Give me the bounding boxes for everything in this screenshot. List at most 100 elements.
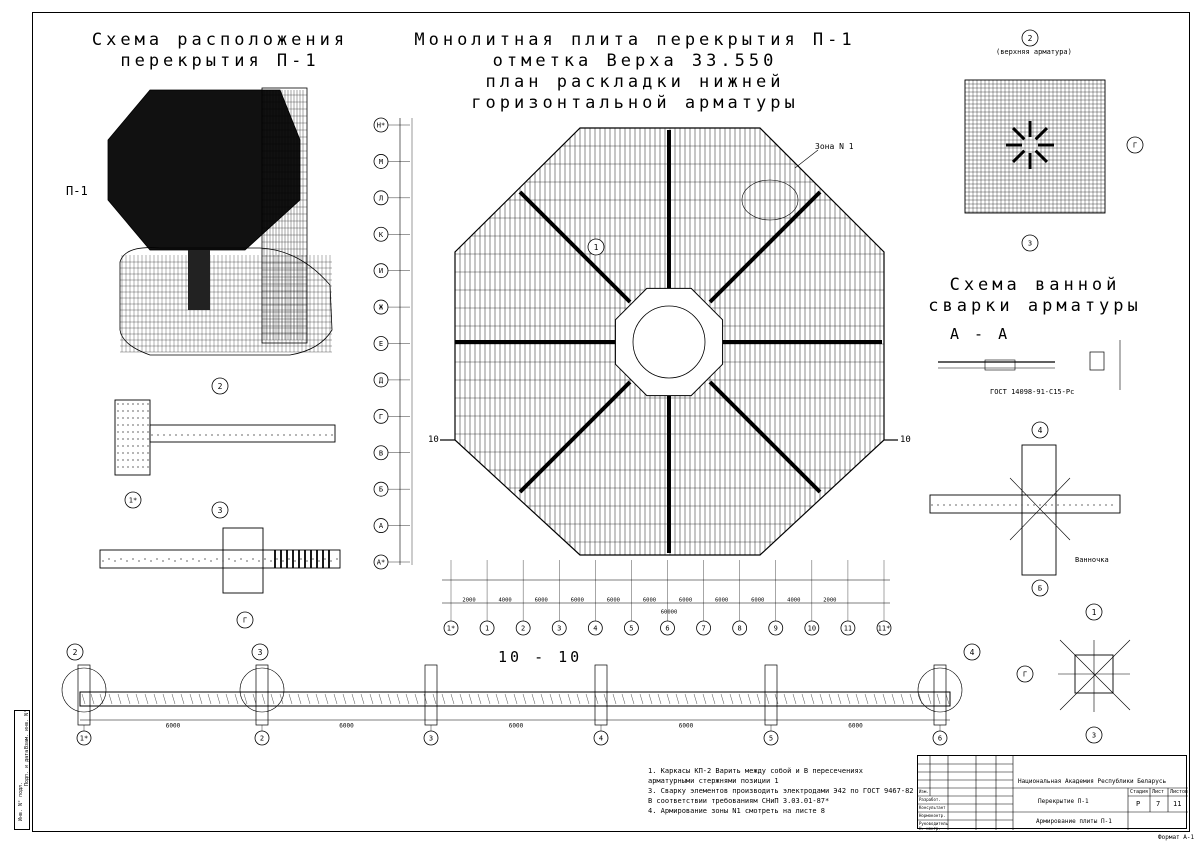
section-hatch <box>765 693 770 705</box>
section-hatch <box>279 693 284 705</box>
zone-ellipse <box>741 179 799 221</box>
detail-concrete-dot <box>325 434 327 436</box>
detail-concrete-dot <box>151 434 153 436</box>
radial-beam <box>518 380 632 494</box>
detail-concrete-dot <box>1057 504 1059 506</box>
title-line: отметка Верха 33.550 <box>492 51 778 71</box>
radial-beam <box>518 190 632 304</box>
detail-concrete-dot <box>282 560 284 562</box>
section-hatch <box>315 693 320 705</box>
detail-concrete-dot <box>313 434 315 436</box>
row-axis-label: Н* <box>377 122 385 130</box>
span-dimension: 2000 <box>462 598 475 604</box>
section-detail-circle <box>917 667 963 713</box>
section-hatch <box>693 693 698 705</box>
section-hatch <box>504 693 509 705</box>
detail-concrete-dot <box>142 403 144 405</box>
section-hatch <box>387 693 392 705</box>
core-circle <box>632 305 706 379</box>
section-axis-label: 6 <box>938 735 942 743</box>
axis-bubble <box>1031 579 1049 597</box>
section-hatch <box>792 693 797 705</box>
detail-concrete-dot <box>147 417 149 419</box>
detail-concrete-dot <box>137 466 139 468</box>
detail-concrete-dot <box>271 434 273 436</box>
detail-concrete-dot <box>122 438 124 440</box>
detail-concrete-dot <box>217 434 219 436</box>
section-hatch <box>288 693 293 705</box>
detail-concrete-dot <box>1009 504 1011 506</box>
section-axis-label: 1* <box>80 735 88 743</box>
section-hatch <box>837 693 842 705</box>
label-cut-left: 10 <box>428 435 439 445</box>
detail-concrete-dot <box>1099 504 1101 506</box>
detail-concrete-dot <box>264 558 266 560</box>
detail-concrete-dot <box>234 560 236 562</box>
detail-concrete-dot <box>147 452 149 454</box>
detail-concrete-dot <box>122 417 124 419</box>
note-line: 4. Армирование зоны N1 смотреть на листе… <box>648 807 826 815</box>
col-axis-label: 11 <box>844 625 852 633</box>
detail-concrete-dot <box>246 560 248 562</box>
row-axis-label: Г <box>379 413 383 421</box>
plan-detail-bubble <box>587 238 605 256</box>
detail2-slab <box>149 424 336 443</box>
section-hatch <box>594 693 599 705</box>
section-hatch <box>828 693 833 705</box>
axis-label: 3 <box>1028 240 1032 248</box>
detail-concrete-dot <box>127 438 129 440</box>
section-axis-label: 4 <box>599 735 603 743</box>
section-hatch <box>324 693 329 705</box>
section-hatch <box>495 693 500 705</box>
detail-concrete-dot <box>252 558 254 560</box>
tb-row: Консультант <box>919 805 946 810</box>
detail-concrete-dot <box>301 434 303 436</box>
axis-bubble <box>1021 234 1039 252</box>
section-detail-label: 2 <box>73 648 78 657</box>
col-axis-label: 2 <box>521 625 525 633</box>
section-hatch <box>585 693 590 705</box>
detail-concrete-dot <box>330 560 332 562</box>
span-dimension: 6000 <box>571 598 584 604</box>
section-hatch <box>162 693 167 705</box>
axis-label: Б <box>1038 585 1042 593</box>
section-hatch <box>333 693 338 705</box>
detail-concrete-dot <box>1021 504 1023 506</box>
detail-concrete-dot <box>117 417 119 419</box>
title-main-plan: Монолитная плита перекрытия П-1 отметка … <box>400 30 870 114</box>
detail-concrete-dot <box>240 558 242 560</box>
detail-concrete-dot <box>186 560 188 562</box>
detail-concrete-dot <box>270 560 272 562</box>
detail-concrete-dot <box>1075 504 1077 506</box>
section-hatch <box>351 693 356 705</box>
section-detail-circle <box>61 667 107 713</box>
section-hatch <box>234 693 239 705</box>
detail-concrete-dot <box>247 434 249 436</box>
section-hatch <box>423 693 428 705</box>
section-hatch <box>846 693 851 705</box>
tb-row: Изм. <box>919 789 929 794</box>
axis-bubble <box>1126 136 1144 154</box>
detail-concrete-dot <box>127 466 129 468</box>
section-hatch <box>477 693 482 705</box>
detail-concrete-dot <box>169 434 171 436</box>
section-hatch <box>81 693 86 705</box>
detail-concrete-dot <box>229 434 231 436</box>
col-axis-label: 1 <box>485 625 489 633</box>
detail-concrete-dot <box>205 434 207 436</box>
section-hatch <box>135 693 140 705</box>
detail-concrete-dot <box>985 504 987 506</box>
detail-concrete-dot <box>324 558 326 560</box>
detail-concrete-dot <box>132 558 134 560</box>
section-span-dimension: 6000 <box>509 723 524 730</box>
detail-concrete-dot <box>168 558 170 560</box>
axis-label: 3 <box>1092 732 1096 740</box>
section-hatch <box>873 693 878 705</box>
detail-concrete-dot <box>258 560 260 562</box>
detail-concrete-dot <box>127 445 129 447</box>
note-line: 3. Сварку элементов производить электрод… <box>648 787 914 795</box>
section-hatch <box>621 693 626 705</box>
detail-concrete-dot <box>142 417 144 419</box>
plan-detail-label: 1 <box>594 243 599 252</box>
